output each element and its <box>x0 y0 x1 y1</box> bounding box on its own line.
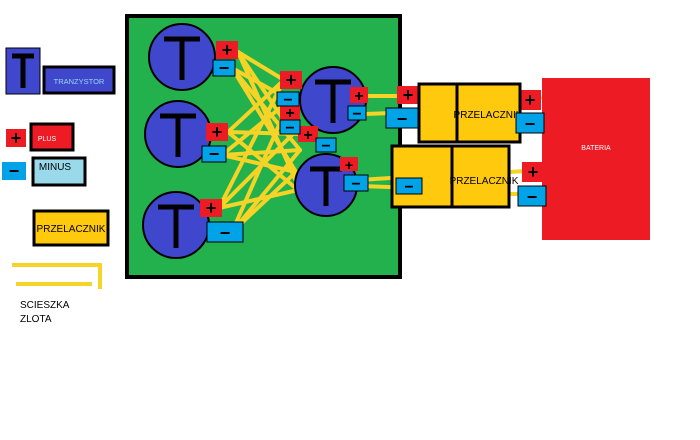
legend-gold-path <box>12 263 102 289</box>
svg-text:−: − <box>525 114 536 134</box>
legend-plus-box: PLUS <box>29 122 75 152</box>
legend-plus-icon: + <box>6 128 26 148</box>
minus-terminal-t4b: − <box>279 119 301 137</box>
gold-paths <box>217 50 542 234</box>
svg-text:−: − <box>209 144 220 164</box>
plus-terminal-sw1: + <box>397 85 419 105</box>
transistor-left-2 <box>144 100 212 168</box>
legend-transistor-icon <box>5 47 41 95</box>
svg-text:−: − <box>321 138 330 155</box>
svg-text:+: + <box>403 85 414 105</box>
legend-path-label-line2: ZLOTA <box>20 314 52 325</box>
plus-terminal-t4d: + <box>350 87 368 105</box>
minus-terminal-t1: − <box>212 58 236 78</box>
svg-text:−: − <box>527 187 538 207</box>
svg-text:−: − <box>404 179 413 196</box>
svg-text:+: + <box>528 162 539 182</box>
svg-text:−: − <box>351 176 360 193</box>
minus-terminals: − − − − − − − − <box>201 58 547 243</box>
svg-text:+: + <box>286 70 297 90</box>
plus-terminal-t2: + <box>206 122 228 142</box>
svg-text:−: − <box>397 109 408 129</box>
switch-bottom: PRZELACZNIK <box>390 144 519 209</box>
legend-path-label-line1: SCIESZKA <box>20 300 70 311</box>
svg-text:+: + <box>222 40 233 60</box>
plus-terminal-t1: + <box>216 40 238 60</box>
battery-label: BATERIA <box>581 145 611 152</box>
minus-terminal-t4a: − <box>276 91 300 109</box>
legend-minus-icon: − <box>2 161 26 181</box>
legend-minus-label: MINUS <box>39 162 72 173</box>
plus-terminal-t4c: + <box>298 126 318 144</box>
plus-terminal-t5: + <box>340 157 358 173</box>
switch-bottom-label: PRZELACZNIK <box>450 176 519 187</box>
minus-terminal-t2: − <box>201 144 227 164</box>
minus-terminal-bat2: − <box>517 185 547 207</box>
svg-text:+: + <box>354 88 363 105</box>
svg-text:−: − <box>352 106 361 123</box>
minus-terminal-sw1: − <box>385 107 419 129</box>
legend: TRANZYSTOR + PLUS − MINUS PRZELACZNIK <box>2 47 116 325</box>
legend-switch-box: PRZELACZNIK <box>32 209 110 247</box>
svg-text:+: + <box>303 127 312 144</box>
svg-text:−: − <box>219 58 230 78</box>
legend-transistor-label: TRANZYSTOR <box>54 77 105 86</box>
legend-plus-symbol: + <box>11 128 22 148</box>
legend-transistor-box: TRANZYSTOR <box>42 65 116 95</box>
svg-text:+: + <box>345 157 353 173</box>
transistor-left-3 <box>142 191 210 259</box>
transistor-left-1 <box>148 23 216 91</box>
minus-terminal-bat1: − <box>515 112 545 134</box>
switch-top-label: PRZELACZNIK <box>454 110 523 121</box>
minus-terminal-t5: − <box>343 174 369 193</box>
switch-top: PRZELACZNIK <box>417 82 523 144</box>
minus-terminal-t4c: − <box>315 137 337 155</box>
plus-terminal-t4b: + <box>280 104 300 122</box>
svg-text:+: + <box>212 122 223 142</box>
svg-text:+: + <box>285 105 294 122</box>
legend-minus-symbol: − <box>9 161 20 181</box>
plus-terminals: + + + + + + + + <box>200 40 544 218</box>
plus-terminal-t4a: + <box>280 70 302 90</box>
legend-switch-label: PRZELACZNIK <box>37 224 106 235</box>
legend-minus-box: MINUS <box>31 156 87 187</box>
minus-terminal-sw2: − <box>395 177 423 196</box>
svg-text:+: + <box>525 90 536 110</box>
plus-terminal-t3: + <box>200 198 222 218</box>
legend-plus-label: PLUS <box>38 136 57 143</box>
svg-text:+: + <box>206 198 217 218</box>
battery: BATERIA <box>542 78 650 240</box>
minus-terminal-t3: − <box>206 221 244 243</box>
svg-text:−: − <box>220 223 231 243</box>
plus-terminal-bat2: + <box>522 162 544 182</box>
plus-terminal-bat1: + <box>519 90 541 110</box>
svg-text:−: − <box>283 92 292 109</box>
minus-terminal-t4d: − <box>347 105 367 123</box>
svg-text:−: − <box>285 120 294 137</box>
